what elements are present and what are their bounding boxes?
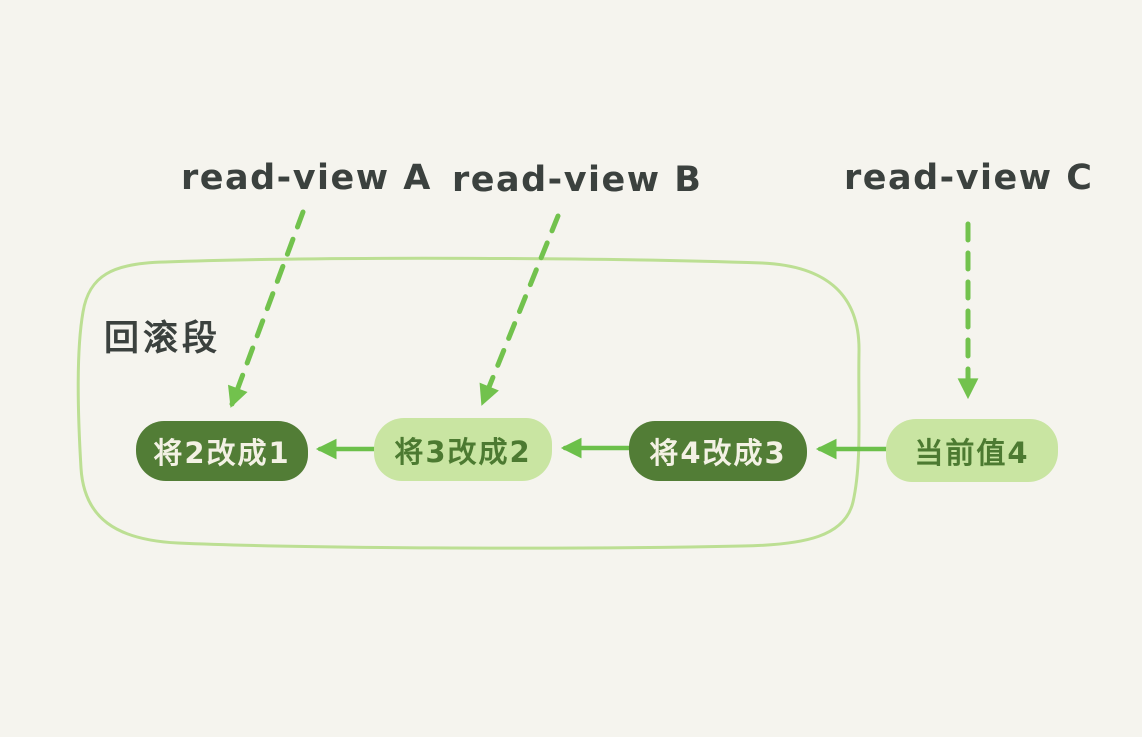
readview-a-arrow [228,209,306,408]
current-value-node: 当前值4 [886,419,1058,482]
undo-node-change-4-to-3: 将4改成3 [629,421,807,481]
undo-node-change-3-to-2: 将3改成2 [374,418,552,481]
readview-b-arrow [479,213,561,406]
read-view-a-label: read-view A [181,158,432,198]
rollback-segment-outline [76,256,861,550]
rollback-segment-label: 回滚段 [104,319,222,359]
read-view-b-label: read-view B [452,160,703,200]
undo-node-change-2-to-1: 将2改成1 [136,421,308,481]
read-view-c-label: read-view C [844,158,1094,198]
